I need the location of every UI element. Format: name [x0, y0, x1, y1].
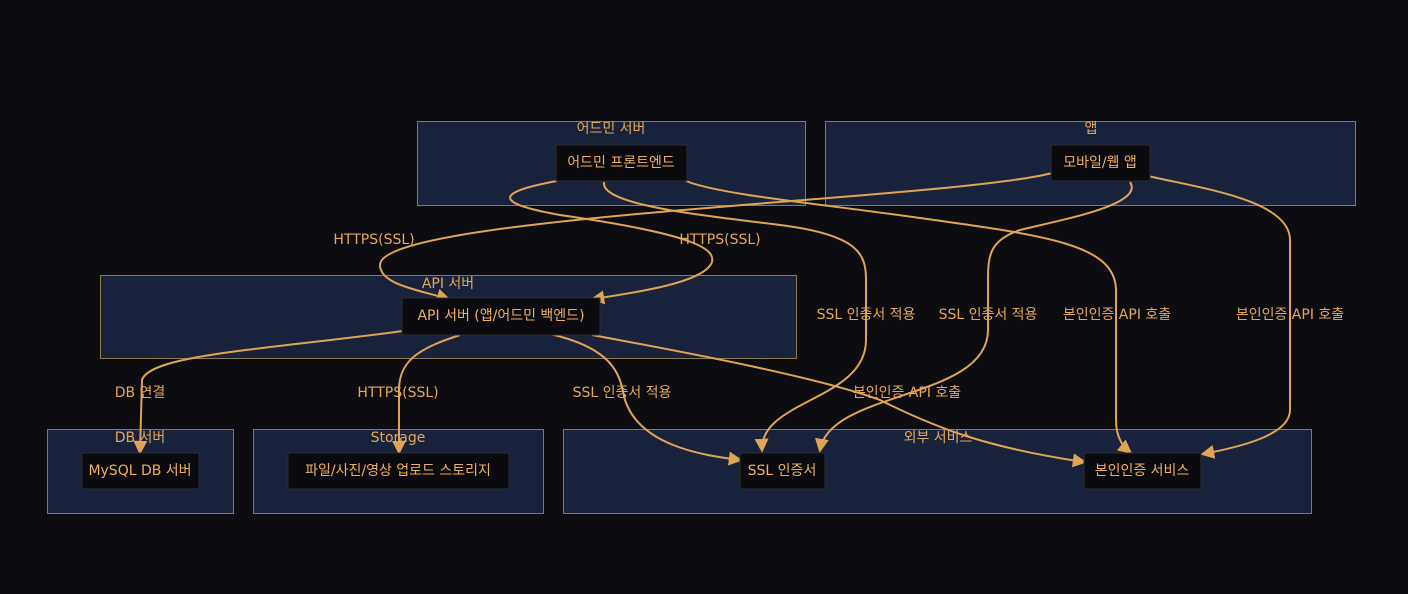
edge-app-to-api: [378, 172, 1053, 303]
edge-labels: HTTPS(SSL) HTTPS(SSL) SSL 인증서 적용 SSL 인증서…: [115, 232, 1345, 401]
edge-label-api-to-ssl: SSL 인증서 적용: [573, 385, 672, 401]
node-admin-frontend[interactable]: 어드민 프론트엔드: [555, 144, 688, 182]
edge-label-app-to-api: HTTPS(SSL): [333, 232, 414, 248]
node-ssl-cert[interactable]: SSL 인증서: [739, 452, 826, 490]
node-admin-frontend-label: 어드민 프론트엔드: [567, 155, 675, 171]
cluster-admin-server-label: 어드민 서버: [577, 121, 646, 137]
edge-label-api-to-db: DB 연결: [115, 385, 166, 401]
node-identity-service-label: 본인인증 서비스: [1095, 463, 1190, 479]
edge-app-to-identity: [1147, 175, 1291, 459]
edge-label-admin-to-ssl: SSL 인증서 적용: [817, 307, 916, 323]
cluster-app-label: 앱: [1085, 121, 1098, 137]
node-file-storage[interactable]: 파일/사진/영상 업로드 스토리지: [287, 452, 510, 490]
edge-label-api-to-storage: HTTPS(SSL): [357, 385, 438, 401]
node-mobile-app[interactable]: 모바일/웹 앱: [1050, 144, 1151, 182]
edges: [133, 172, 1291, 468]
cluster-api-server-label: API 서버: [422, 276, 474, 292]
node-mobile-app-label: 모바일/웹 앱: [1063, 155, 1137, 171]
edge-admin-to-ssl: [602, 181, 867, 453]
edge-label-api-to-identity: 본인인증 API 호출: [853, 385, 961, 401]
edge-admin-to-api: [509, 180, 714, 305]
node-mysql-label: MySQL DB 서버: [88, 463, 191, 479]
edge-app-to-ssl: [814, 181, 1133, 453]
cluster-admin-server: 어드민 서버: [417, 121, 806, 206]
node-api-server[interactable]: API 서버 (앱/어드민 백엔드): [401, 297, 601, 336]
node-api-server-label: API 서버 (앱/어드민 백엔드): [417, 308, 584, 324]
edge-admin-to-identity: [685, 180, 1133, 454]
node-file-storage-label: 파일/사진/영상 업로드 스토리지: [305, 463, 491, 479]
edge-label-admin-to-api: HTTPS(SSL): [679, 232, 760, 248]
node-identity-service[interactable]: 본인인증 서비스: [1083, 452, 1202, 490]
edge-api-to-ssl: [549, 333, 743, 466]
node-mysql[interactable]: MySQL DB 서버: [81, 452, 200, 490]
edge-api-to-db: [133, 330, 404, 455]
edge-label-admin-to-identity: 본인인증 API 호출: [1063, 307, 1171, 323]
edge-label-app-to-identity: 본인인증 API 호출: [1236, 307, 1344, 323]
edge-api-to-storage: [392, 334, 461, 455]
edge-label-app-to-ssl: SSL 인증서 적용: [939, 307, 1038, 323]
node-ssl-cert-label: SSL 인증서: [748, 463, 817, 479]
cluster-external-services-label: 외부 서비스: [904, 430, 973, 446]
edge-api-to-identity: [591, 334, 1087, 468]
